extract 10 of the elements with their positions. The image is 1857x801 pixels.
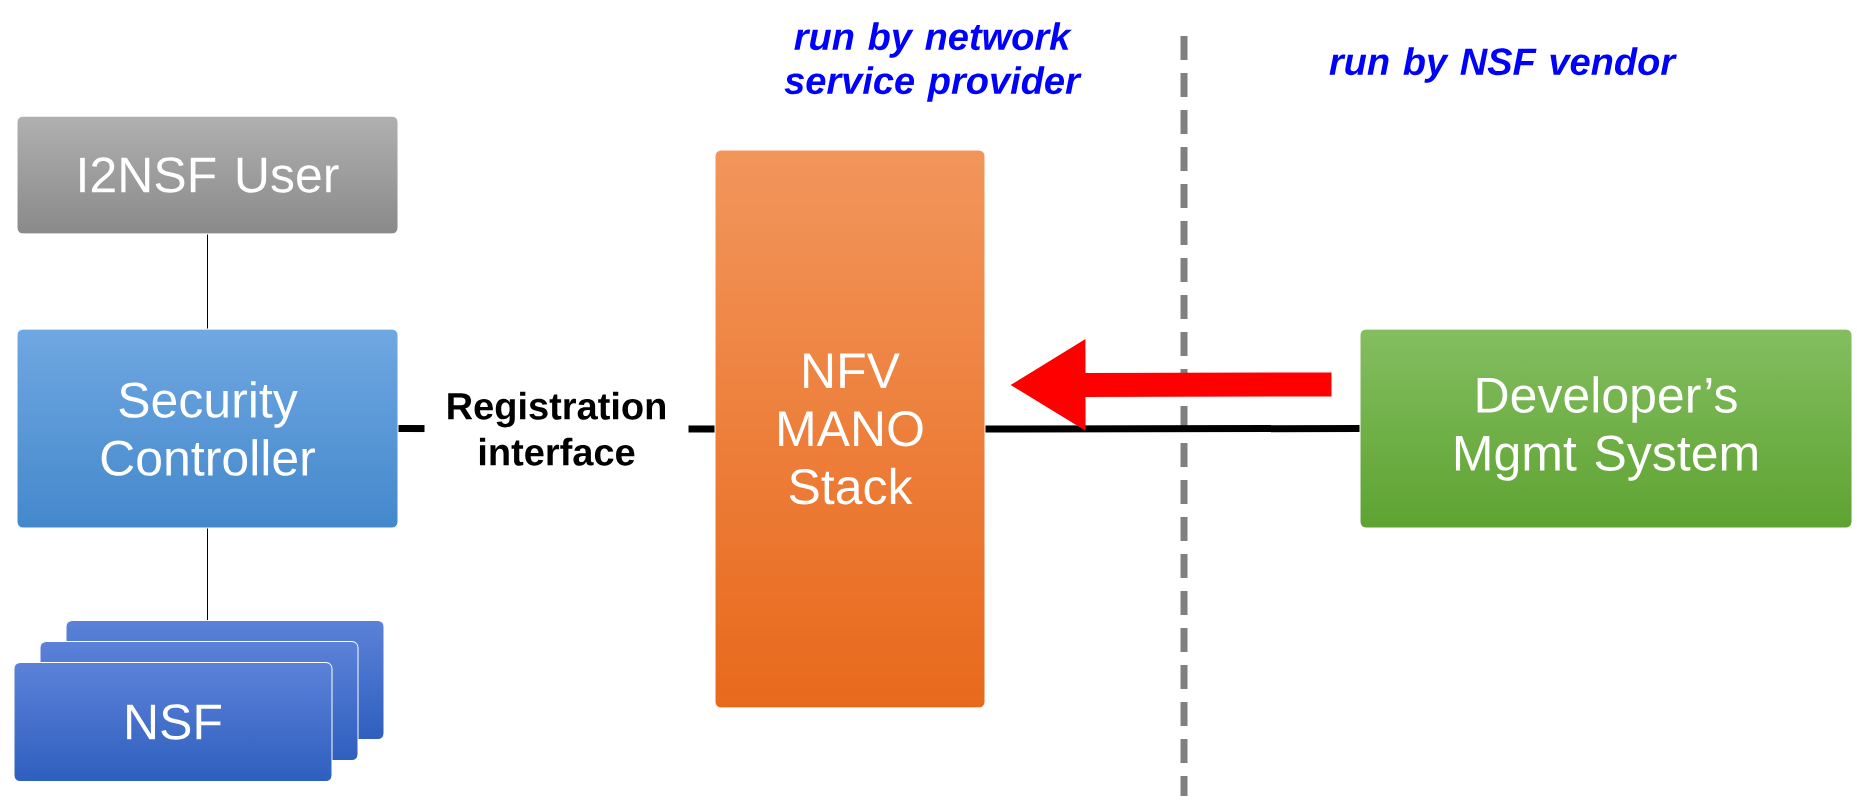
stacked-boxes: NSF <box>13 620 385 782</box>
connector-line <box>207 234 208 329</box>
system-box: Developer’s Mgmt System <box>1359 328 1853 529</box>
connector-line <box>207 528 208 621</box>
region-label: run by NSF vendor <box>1329 47 1677 83</box>
user-box: I2NSF User <box>16 115 399 235</box>
controller-box: Security Controller <box>16 328 399 529</box>
edge-label: Registration interface <box>424 390 689 467</box>
region-label: run by network service provider <box>784 22 1082 102</box>
stack-box: NFV MANO Stack <box>714 149 986 709</box>
